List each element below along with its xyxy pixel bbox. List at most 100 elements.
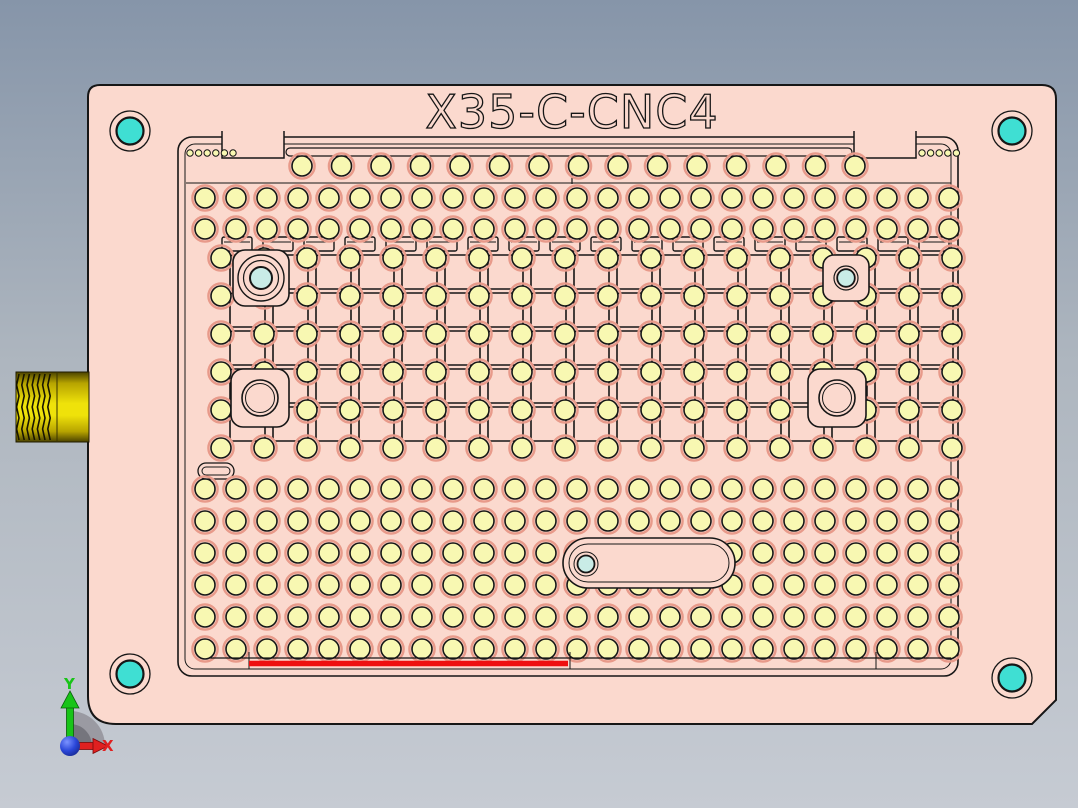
plate-hole[interactable] (938, 606, 960, 628)
plate-hole[interactable] (349, 638, 371, 660)
plate-hole[interactable] (210, 361, 232, 383)
plate-hole[interactable] (845, 510, 867, 532)
plate-hole[interactable] (473, 574, 495, 596)
plate-hole[interactable] (225, 478, 247, 500)
tiny-hole[interactable] (926, 149, 935, 157)
plate-hole[interactable] (468, 285, 490, 307)
plate-hole[interactable] (473, 542, 495, 564)
tiny-hole[interactable] (194, 149, 203, 157)
plate-hole[interactable] (442, 638, 464, 660)
plate-hole[interactable] (876, 510, 898, 532)
plate-hole[interactable] (907, 542, 929, 564)
plate-hole[interactable] (726, 247, 748, 269)
plate-hole[interactable] (721, 606, 743, 628)
plate-hole[interactable] (225, 218, 247, 240)
plate-hole[interactable] (646, 155, 669, 177)
plate-hole[interactable] (528, 155, 550, 177)
plate-hole[interactable] (845, 218, 867, 240)
plate-hole[interactable] (194, 574, 216, 596)
plate-hole[interactable] (640, 399, 662, 421)
plate-hole[interactable] (339, 399, 361, 421)
plate-hole[interactable] (566, 510, 588, 532)
plate-hole[interactable] (318, 510, 340, 532)
plate-hole[interactable] (597, 478, 619, 500)
plate-hole[interactable] (907, 574, 929, 596)
plate-hole[interactable] (752, 606, 774, 628)
plate-hole[interactable] (597, 247, 619, 269)
plate-hole[interactable] (256, 510, 278, 532)
plate-hole[interactable] (566, 187, 588, 209)
plate-hole[interactable] (468, 437, 490, 459)
plate-hole[interactable] (814, 510, 836, 532)
tiny-hole[interactable] (186, 149, 194, 157)
plate-hole[interactable] (194, 478, 216, 500)
plate-hole[interactable] (876, 187, 898, 209)
plate-hole[interactable] (256, 478, 278, 500)
plate-hole[interactable] (349, 510, 371, 532)
plate-hole[interactable] (380, 574, 402, 596)
plate-hole[interactable] (535, 478, 557, 500)
plate-hole[interactable] (845, 606, 867, 628)
plate-hole[interactable] (511, 361, 533, 383)
plate-hole[interactable] (726, 437, 748, 459)
plate-hole[interactable] (812, 437, 834, 459)
plate-hole[interactable] (690, 187, 712, 209)
plate-hole[interactable] (504, 638, 526, 660)
plate-hole[interactable] (898, 323, 920, 345)
plate-hole[interactable] (382, 323, 404, 345)
plate-hole[interactable] (769, 323, 791, 345)
plate-hole[interactable] (210, 247, 232, 269)
plate-hole[interactable] (814, 574, 836, 596)
plate-hole[interactable] (769, 247, 791, 269)
plate-hole[interactable] (721, 478, 743, 500)
plate-hole[interactable] (194, 218, 216, 240)
plate-hole[interactable] (683, 323, 705, 345)
plate-hole[interactable] (769, 361, 791, 383)
plate-hole[interactable] (468, 323, 490, 345)
plate-hole[interactable] (876, 218, 898, 240)
plate-hole[interactable] (442, 606, 464, 628)
plate-hole[interactable] (504, 478, 526, 500)
plate-hole[interactable] (380, 187, 402, 209)
plate-hole[interactable] (318, 187, 340, 209)
plate-hole[interactable] (938, 574, 960, 596)
plate-hole[interactable] (783, 510, 805, 532)
corner-screw-top-right[interactable] (991, 110, 1033, 152)
plate-hole[interactable] (783, 606, 805, 628)
plate-hole[interactable] (425, 247, 447, 269)
plate-hole[interactable] (339, 247, 361, 269)
plate-hole[interactable] (287, 638, 309, 660)
plate-hole[interactable] (318, 478, 340, 500)
plate-hole[interactable] (726, 361, 748, 383)
plate-hole[interactable] (752, 510, 774, 532)
plate-hole[interactable] (659, 606, 681, 628)
plate-hole[interactable] (409, 155, 432, 177)
plate-hole[interactable] (554, 361, 576, 383)
plate-hole[interactable] (690, 510, 712, 532)
plate-hole[interactable] (225, 187, 247, 209)
plate-hole[interactable] (318, 638, 340, 660)
plate-hole[interactable] (938, 638, 960, 660)
plate-hole[interactable] (382, 361, 404, 383)
plate-hole[interactable] (349, 218, 371, 240)
plate-hole[interactable] (814, 606, 836, 628)
plate-hole[interactable] (194, 542, 216, 564)
plate-hole[interactable] (425, 361, 447, 383)
plate-hole[interactable] (253, 323, 275, 345)
plate-hole[interactable] (683, 247, 705, 269)
plate-hole[interactable] (287, 218, 309, 240)
plate-hole[interactable] (287, 574, 309, 596)
plate-hole[interactable] (287, 187, 309, 209)
plate-hole[interactable] (814, 218, 836, 240)
plate-hole[interactable] (287, 606, 309, 628)
plate-hole[interactable] (318, 606, 340, 628)
plate-hole[interactable] (504, 606, 526, 628)
corner-screw-top-left[interactable] (109, 110, 151, 152)
plate-hole[interactable] (380, 542, 402, 564)
plate-hole[interactable] (898, 361, 920, 383)
plate-hole[interactable] (194, 638, 216, 660)
plate-hole[interactable] (812, 323, 834, 345)
plate-hole[interactable] (597, 187, 619, 209)
plate-hole[interactable] (725, 155, 748, 177)
plate-hole[interactable] (845, 478, 867, 500)
